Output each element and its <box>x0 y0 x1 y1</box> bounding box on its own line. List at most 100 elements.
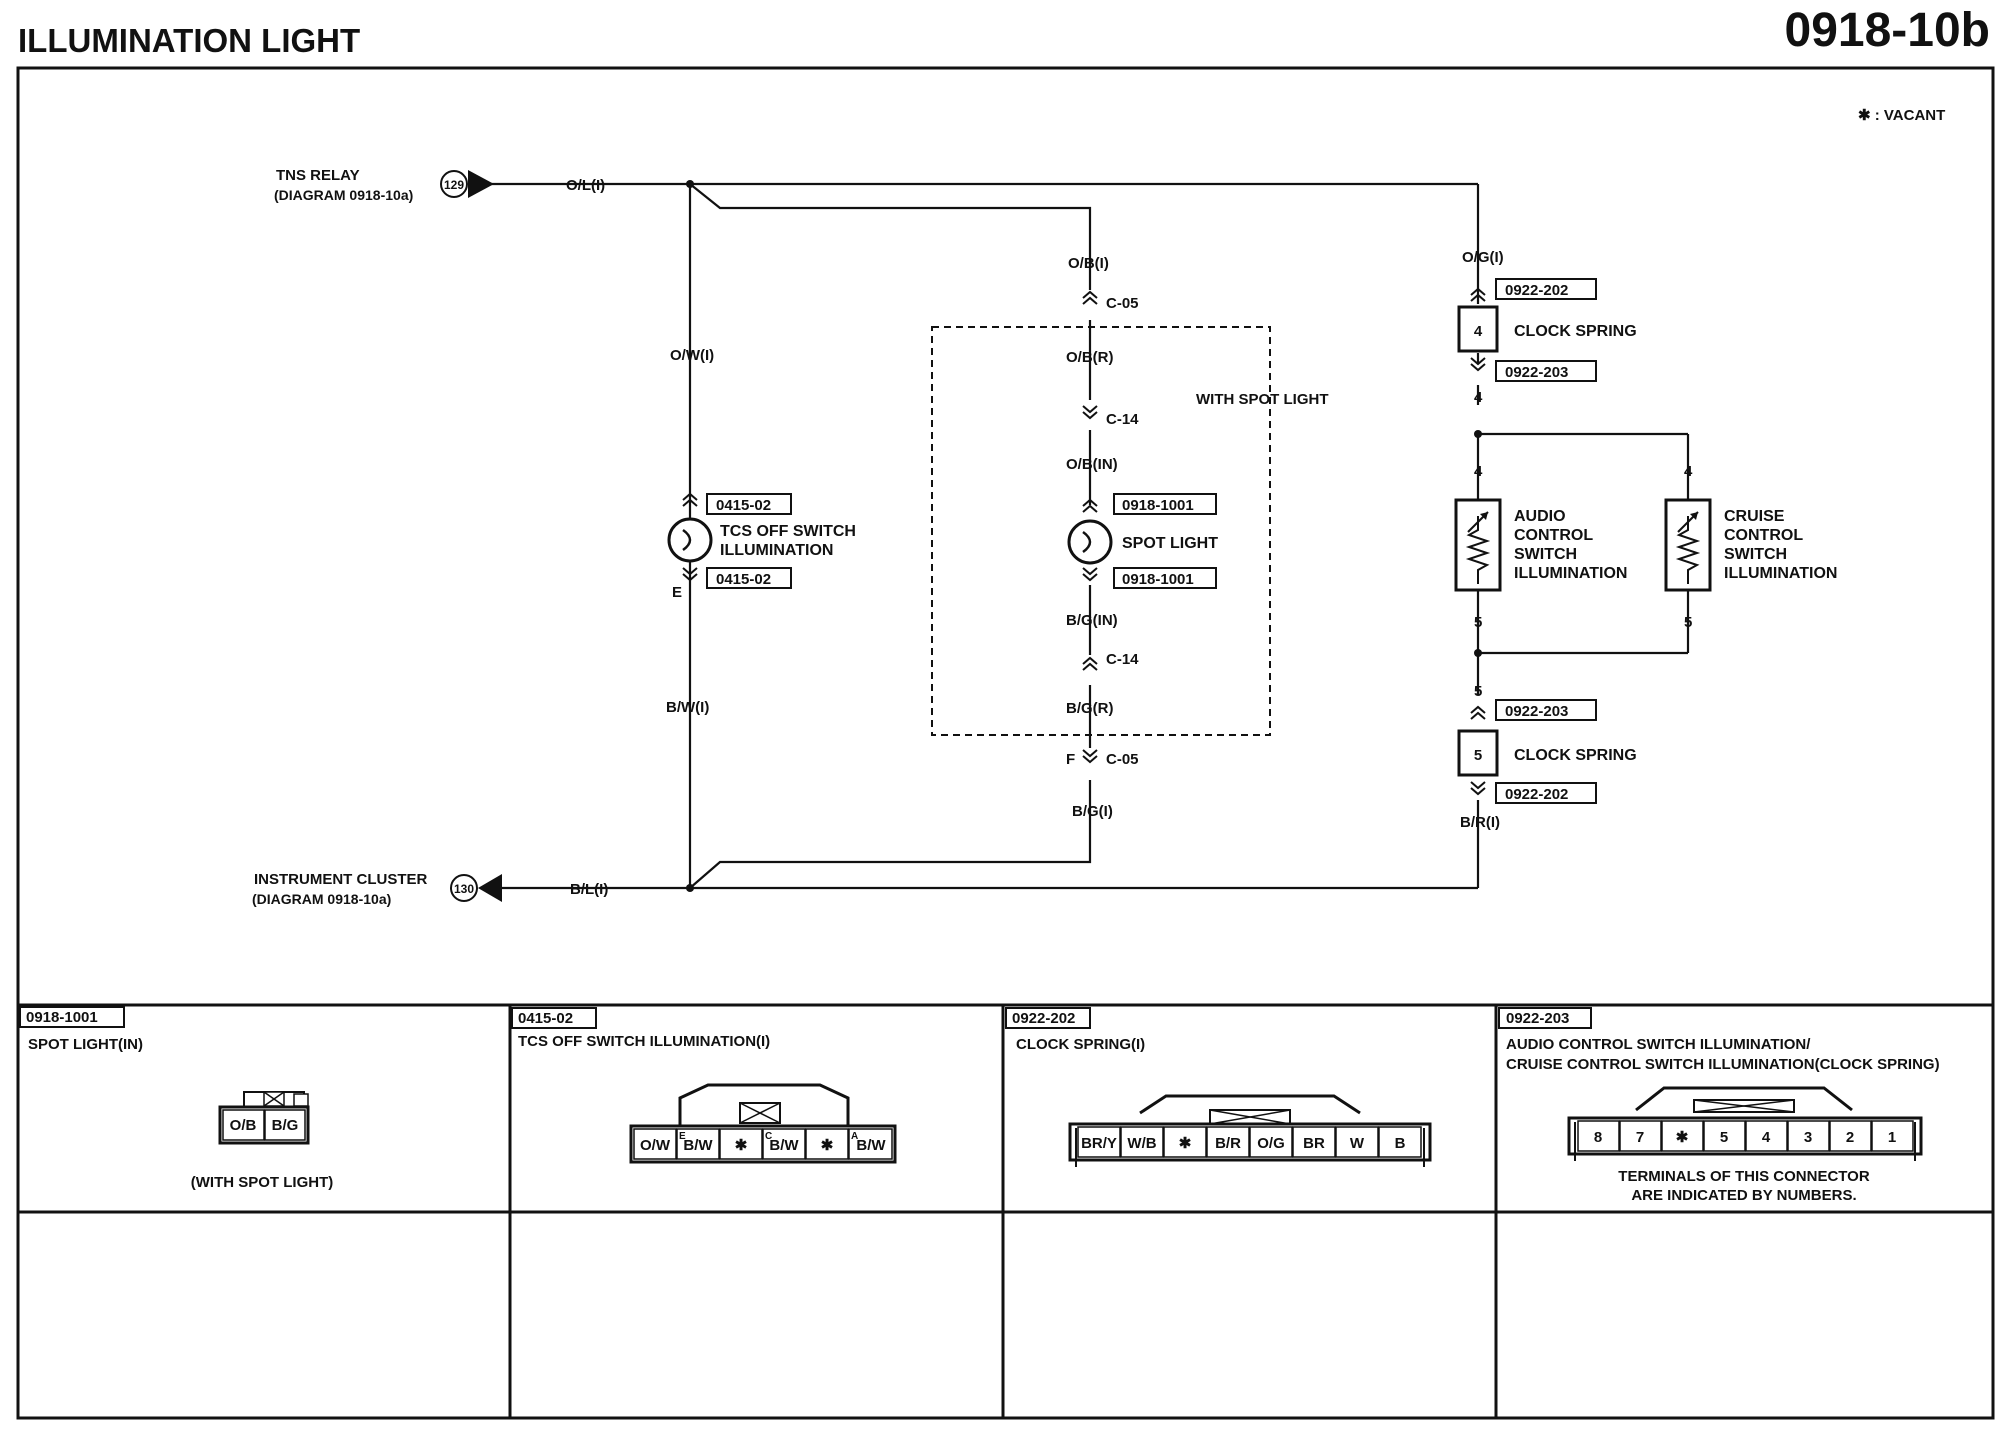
panel4-term-5: 4 <box>1762 1129 1771 1146</box>
panel3-term-1: BR/Y <box>1081 1135 1117 1152</box>
panel3-term-2: W/B <box>1127 1135 1156 1152</box>
panel3-term-8: B <box>1395 1135 1406 1152</box>
spot-wire-top: O/B(I) <box>1068 255 1109 272</box>
panel4-term-6: 3 <box>1804 1129 1812 1146</box>
spot-c05-top: C-05 <box>1106 295 1139 312</box>
clock-wire-top: O/G(I) <box>1462 249 1504 266</box>
clock-pin5-c: 5 <box>1474 683 1482 700</box>
tns-relay-pin: 129 <box>444 178 464 192</box>
cruise-label-3: SWITCH <box>1724 546 1787 563</box>
connector-panel-spot: 0918-1001 SPOT LIGHT(IN) O/B B/G (WITH S… <box>19 1006 333 1191</box>
cruise-label-2: CONTROL <box>1724 527 1803 544</box>
spot-label: SPOT LIGHT <box>1122 535 1218 552</box>
panel1-title: SPOT LIGHT(IN) <box>28 1036 143 1053</box>
panel3-term-6: BR <box>1303 1135 1325 1152</box>
spot-wire-r-top: O/B(R) <box>1066 349 1114 366</box>
connector-panel-clock-203: 0922-203 AUDIO CONTROL SWITCH ILLUMINATI… <box>1498 1007 1940 1204</box>
panel2-title: TCS OFF SWITCH ILLUMINATION(I) <box>518 1033 770 1050</box>
spot-conn-top: 0918-1001 <box>1122 497 1194 514</box>
spot-c05-bot: C-05 <box>1106 751 1139 768</box>
spot-conn-bot: 0918-1001 <box>1122 571 1194 588</box>
panel4-term-8: 1 <box>1888 1129 1896 1146</box>
clock-pin4-a: 4 <box>1474 389 1483 406</box>
audio-label-4: ILLUMINATION <box>1514 565 1627 582</box>
diagram-number: 0918-10b <box>1785 4 1990 57</box>
clock-conn-c: 0922-203 <box>1505 703 1568 720</box>
tns-relay-input: TNS RELAY (DIAGRAM 0918-10a) 129 O/L(I) <box>274 167 605 203</box>
connector-panel-tcs: 0415-02 TCS OFF SWITCH ILLUMINATION(I) O… <box>511 1007 897 1164</box>
panel2-term-3: ✱ <box>735 1137 748 1154</box>
panel4-term-7: 2 <box>1846 1129 1854 1146</box>
cruise-label-1: CRUISE <box>1724 508 1785 525</box>
cluster-wire-label: B/L(I) <box>570 881 608 898</box>
clock-conn-a: 0922-202 <box>1505 282 1568 299</box>
clock-pin-bot: 5 <box>1474 747 1482 764</box>
spot-terminal-f: F <box>1066 751 1075 768</box>
vacant-legend: ✱ : VACANT <box>1858 107 1945 124</box>
cluster-ref: (DIAGRAM 0918-10a) <box>252 891 391 907</box>
tcs-wire-top: O/W(I) <box>670 347 714 364</box>
panel4-term-1: 8 <box>1594 1129 1602 1146</box>
clock-spring-top-box <box>1457 305 1499 353</box>
clock-pin4-b: 4 <box>1474 463 1483 480</box>
panel3-title: CLOCK SPRING(I) <box>1016 1036 1145 1053</box>
cruise-label-4: ILLUMINATION <box>1724 565 1837 582</box>
panel4-term-4: 5 <box>1720 1129 1728 1146</box>
tcs-label-1: TCS OFF SWITCH <box>720 523 856 540</box>
cluster-label: INSTRUMENT CLUSTER <box>254 871 427 888</box>
panel2-term-4: B/W <box>769 1137 799 1154</box>
spot-wire-bot: B/G(I) <box>1072 803 1113 820</box>
panel1-code: 0918-1001 <box>26 1009 98 1026</box>
tns-wire-label: O/L(I) <box>566 177 605 194</box>
tcs-label-2: ILLUMINATION <box>720 542 833 559</box>
spot-branch: O/B(I) C-05 WITH SPOT LIGHT O/B(R) C-14 … <box>931 255 1329 820</box>
diagram-frame <box>16 66 1995 1420</box>
tcs-branch: O/W(I) 0415-02 TCS OFF SWITCH ILLUMINATI… <box>666 347 856 716</box>
panel1-term-2: B/G <box>272 1117 299 1134</box>
tcs-conn-top: 0415-02 <box>716 497 771 514</box>
panel2-code: 0415-02 <box>518 1010 573 1027</box>
panel3-code: 0922-202 <box>1012 1010 1075 1027</box>
spot-option-box <box>931 326 1271 736</box>
tns-relay-label: TNS RELAY <box>276 167 360 184</box>
clock-conn-d: 0922-202 <box>1505 786 1568 803</box>
clock-pin-top: 4 <box>1474 323 1483 340</box>
clock-label-top: CLOCK SPRING <box>1514 323 1637 340</box>
panel4-terminals: 8 7 ✱ 5 4 3 2 1 <box>1577 1120 1914 1152</box>
cluster-pin: 130 <box>454 882 474 896</box>
panel3-term-4: B/R <box>1215 1135 1241 1152</box>
panel2-terminals: O/W B/W ✱ B/W ✱ B/W E C A <box>633 1128 893 1160</box>
audio-label-3: SWITCH <box>1514 546 1577 563</box>
clock-pin4-c: 4 <box>1684 463 1693 480</box>
panel4-title-2: CRUISE CONTROL SWITCH ILLUMINATION(CLOCK… <box>1506 1056 1940 1073</box>
panel2-term-1: O/W <box>640 1137 671 1154</box>
panel3-term-3: ✱ <box>1179 1135 1192 1152</box>
panel4-code: 0922-203 <box>1506 1010 1569 1027</box>
panel2-term-5: ✱ <box>821 1137 834 1154</box>
spot-wire-in-bot: B/G(IN) <box>1066 612 1118 629</box>
audio-label-2: CONTROL <box>1514 527 1593 544</box>
tcs-conn-bot: 0415-02 <box>716 571 771 588</box>
panel4-term-3: ✱ <box>1676 1129 1689 1146</box>
panel2-mark-e: E <box>679 1131 686 1142</box>
clock-spring-branch: O/G(I) 0922-202 4 CLOCK SPRING 0922-203 … <box>1454 249 1837 831</box>
spot-wire-r-bot: B/G(R) <box>1066 700 1114 717</box>
clock-spring-bot-box <box>1457 729 1499 777</box>
tns-relay-ref: (DIAGRAM 0918-10a) <box>274 187 413 203</box>
clock-pin5-a: 5 <box>1474 614 1482 631</box>
spot-c14-top: C-14 <box>1106 411 1139 428</box>
panel1-term-1: O/B <box>230 1117 257 1134</box>
tcs-wire-bot: B/W(I) <box>666 699 709 716</box>
panel4-term-2: 7 <box>1636 1129 1644 1146</box>
instrument-cluster-output: INSTRUMENT CLUSTER (DIAGRAM 0918-10a) 13… <box>252 871 608 907</box>
panel3-terminals: BR/Y W/B ✱ B/R O/G BR W B <box>1077 1126 1422 1158</box>
panel4-title-1: AUDIO CONTROL SWITCH ILLUMINATION/ <box>1506 1036 1811 1053</box>
page-title: ILLUMINATION LIGHT <box>18 22 360 59</box>
panel3-term-7: W <box>1350 1135 1365 1152</box>
spot-c14-bot: C-14 <box>1106 651 1139 668</box>
clock-pin5-b: 5 <box>1684 614 1692 631</box>
clock-conn-b: 0922-203 <box>1505 364 1568 381</box>
wires <box>490 180 1690 892</box>
clock-wire-bot: B/R(I) <box>1460 814 1500 831</box>
